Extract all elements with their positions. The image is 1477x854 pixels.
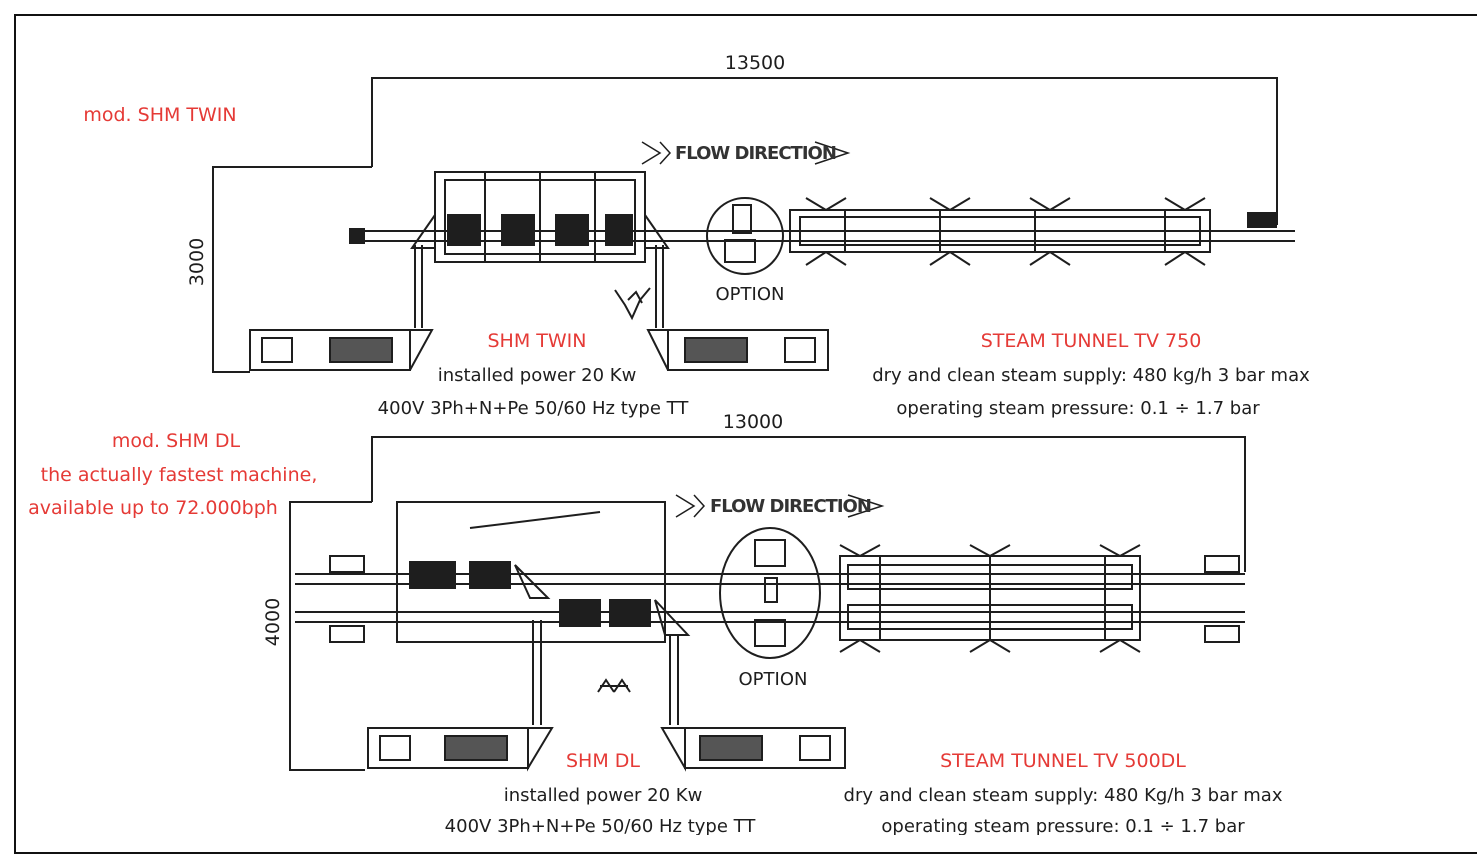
top-machine-name: SHM TWIN [488, 330, 587, 352]
bottom-right-sorter [660, 727, 846, 772]
top-flow-arrow [641, 141, 851, 165]
bottom-length-dimension: 13000 [723, 411, 783, 433]
shm-dl-machine [396, 501, 691, 643]
top-machine-power: installed power 20 Kw [438, 365, 637, 386]
bottom-machine-power: installed power 20 Kw [504, 785, 703, 806]
bottom-tunnel-steam: dry and clean steam supply: 480 Kg/h 3 b… [844, 785, 1283, 806]
bottom-operator-icon [597, 678, 631, 693]
layout-drawing: mod. SHM TWIN 13500 3000 FLOW DIRECTION … [28, 52, 1310, 835]
top-flow-label: FLOW DIRECTION [675, 143, 836, 164]
bottom-tagline-2: available up to 72.000bph [28, 497, 278, 519]
top-option-label: OPTION [716, 284, 785, 305]
bottom-flow-arrow [675, 494, 885, 518]
bottom-flow-label: FLOW DIRECTION [710, 496, 871, 517]
top-height-dimension: 3000 [186, 238, 208, 286]
bottom-tunnel-pressure: operating steam pressure: 0.1 ÷ 1.7 bar [881, 816, 1245, 835]
steam-tunnel-tv500dl [839, 544, 1141, 653]
bottom-model-label: mod. SHM DL [112, 430, 241, 452]
bottom-option-label: OPTION [739, 669, 808, 690]
bottom-machine-supply: 400V 3Ph+N+Pe 50/60 Hz type TT [445, 816, 757, 835]
bottom-left-sorter [367, 727, 554, 772]
top-layout [212, 77, 1295, 373]
bottom-option-device [719, 527, 821, 659]
bottom-machine-name: SHM DL [566, 750, 640, 772]
bottom-tunnel-name: STEAM TUNNEL TV 500DL [940, 750, 1186, 772]
bottom-height-dimension: 4000 [262, 598, 284, 646]
bottom-layout [289, 436, 1246, 772]
top-tunnel-pressure: operating steam pressure: 0.1 ÷ 1.7 bar [896, 398, 1260, 419]
top-right-sorter [646, 329, 829, 371]
steam-tunnel-tv750 [789, 197, 1211, 266]
bottom-dimension-outline [289, 436, 1246, 771]
bottom-tagline-1: the actually fastest machine, [41, 464, 318, 486]
top-model-label: mod. SHM TWIN [83, 104, 236, 126]
top-left-sorter [249, 329, 434, 371]
top-length-dimension: 13500 [725, 52, 785, 74]
top-machine-supply: 400V 3Ph+N+Pe 50/60 Hz type TT [378, 398, 690, 419]
top-dimension-outline [212, 77, 1278, 373]
top-option-device [706, 197, 784, 275]
top-operator-icon [614, 287, 651, 321]
shm-twin-machine [410, 171, 670, 263]
top-tunnel-steam: dry and clean steam supply: 480 kg/h 3 b… [872, 365, 1310, 386]
top-tunnel-name: STEAM TUNNEL TV 750 [981, 330, 1202, 352]
